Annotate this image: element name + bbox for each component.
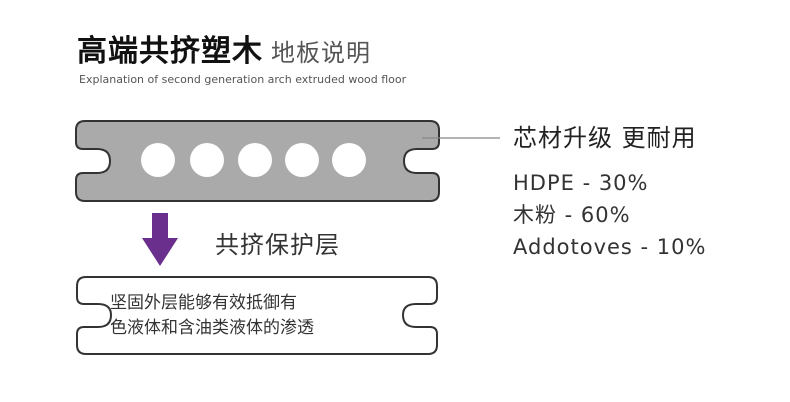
core-hole [190,143,224,177]
core-holes [141,143,366,177]
component-item: Addotoves - 10% [513,235,707,259]
core-callout-title: 芯材升级 更耐用 [513,124,697,152]
outer-layer-description: 坚固外层能够有效抵御有 色液体和含油类液体的渗透 [110,291,390,341]
component-item: 木粉 - 60% [513,203,631,227]
page-title: 高端共挤塑木地板说明 [77,26,371,70]
coextrusion-layer-label: 共挤保护层 [215,231,340,259]
core-components-list: HDPE - 30% 木粉 - 60% Addotoves - 10% [513,167,706,263]
title-main: 高端共挤塑木 [77,34,263,69]
outer-layer-board [76,276,438,355]
core-hole [332,143,366,177]
core-hole [285,143,319,177]
core-hole [238,143,272,177]
description-line: 色液体和含油类液体的渗透 [110,318,314,338]
core-hole [141,143,175,177]
down-arrow-icon [142,213,178,266]
english-subtitle: Explanation of second generation arch ex… [79,73,407,86]
title-sub: 地板说明 [271,39,371,67]
description-line: 坚固外层能够有效抵御有 [110,293,297,313]
component-item: HDPE - 30% [513,171,649,195]
